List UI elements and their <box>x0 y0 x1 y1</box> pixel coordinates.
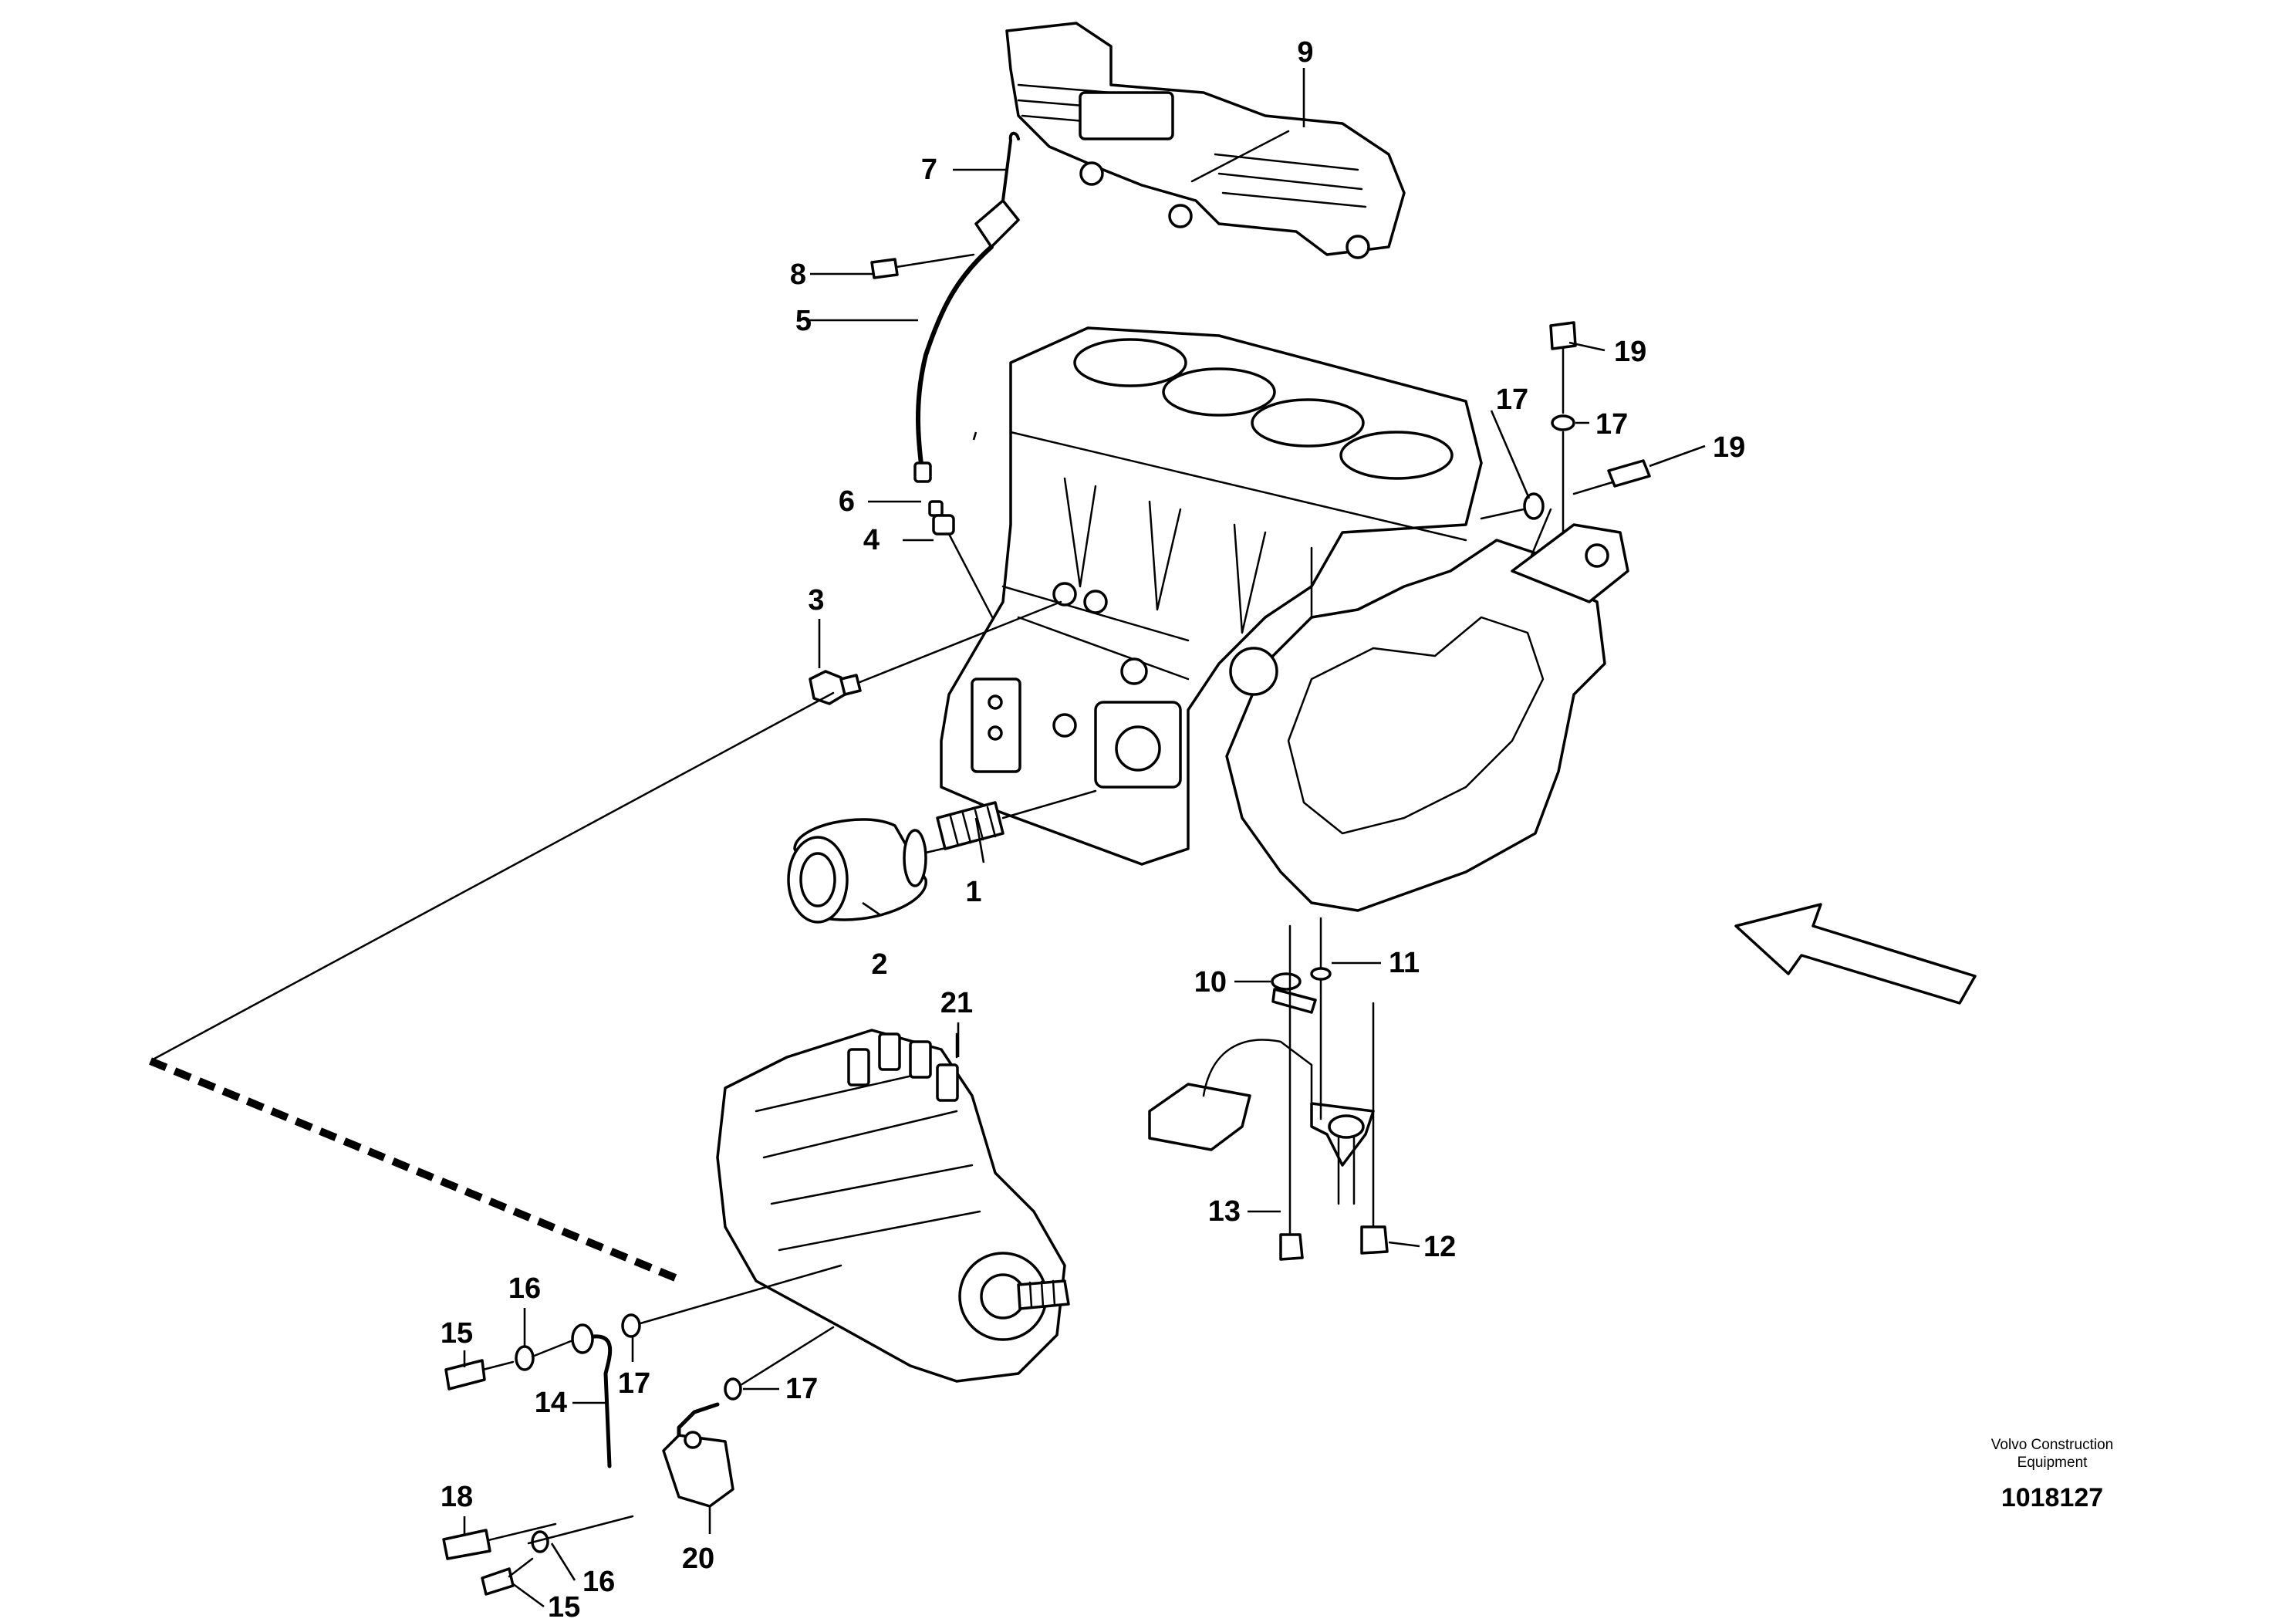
oil-filter <box>787 818 950 924</box>
callout-19-top: 19 <box>1614 336 1646 368</box>
brand-line1: Volvo Construction <box>1990 1437 2114 1453</box>
callout-20: 20 <box>682 1543 714 1575</box>
callout-6: 6 <box>839 485 855 518</box>
oil-pressure-switch <box>809 600 1062 705</box>
callout-17-pump: 17 <box>785 1373 818 1405</box>
callout-1: 1 <box>965 876 981 908</box>
callout-17-washer: 17 <box>1595 408 1628 441</box>
callout-5: 5 <box>795 305 812 337</box>
cover-bolts-and-washers <box>1480 321 1651 534</box>
callout-15-bottom: 15 <box>548 1591 580 1622</box>
callout-16-bottom: 16 <box>582 1566 615 1598</box>
intake-manifold <box>1005 22 1406 259</box>
switch-cable-dashed <box>149 1057 684 1285</box>
callout-17-left: 17 <box>618 1367 650 1400</box>
filter-nipple <box>936 789 1097 850</box>
callout-9: 9 <box>1297 36 1313 69</box>
callout-14: 14 <box>535 1387 567 1419</box>
callout-15-top: 15 <box>441 1317 473 1350</box>
callout-2: 2 <box>871 948 887 981</box>
callout-4: 4 <box>863 524 880 556</box>
timing-cover <box>1225 508 1629 912</box>
callout-10: 10 <box>1194 966 1227 999</box>
callout-17-upper: 17 <box>1496 384 1528 416</box>
callout-16-top: 16 <box>508 1272 541 1305</box>
callout-19-right: 19 <box>1713 431 1745 464</box>
callout-labels: 1 2 3 4 5 6 7 8 9 10 11 12 13 14 15 15 1… <box>441 36 1745 1622</box>
drawing-number: 1018127 <box>2001 1483 2104 1512</box>
switch-cable-line <box>153 691 835 1060</box>
fuel-line-assembly <box>442 1264 842 1596</box>
injection-pump <box>716 1029 1070 1383</box>
oil-strainer <box>1148 917 1389 1261</box>
arrow-up-left-icon <box>1734 903 1977 1005</box>
callout-3: 3 <box>808 584 824 617</box>
callout-18: 18 <box>441 1481 473 1513</box>
callout-7: 7 <box>921 154 937 186</box>
callout-11: 11 <box>1389 947 1420 979</box>
callout-12: 12 <box>1423 1231 1456 1263</box>
callout-21: 21 <box>940 987 973 1019</box>
brand-line2: Equipment <box>2017 1455 2088 1471</box>
callout-13: 13 <box>1208 1195 1241 1228</box>
callout-8: 8 <box>790 259 806 291</box>
engine-block <box>940 326 1483 866</box>
leader-lines <box>463 68 1706 1608</box>
